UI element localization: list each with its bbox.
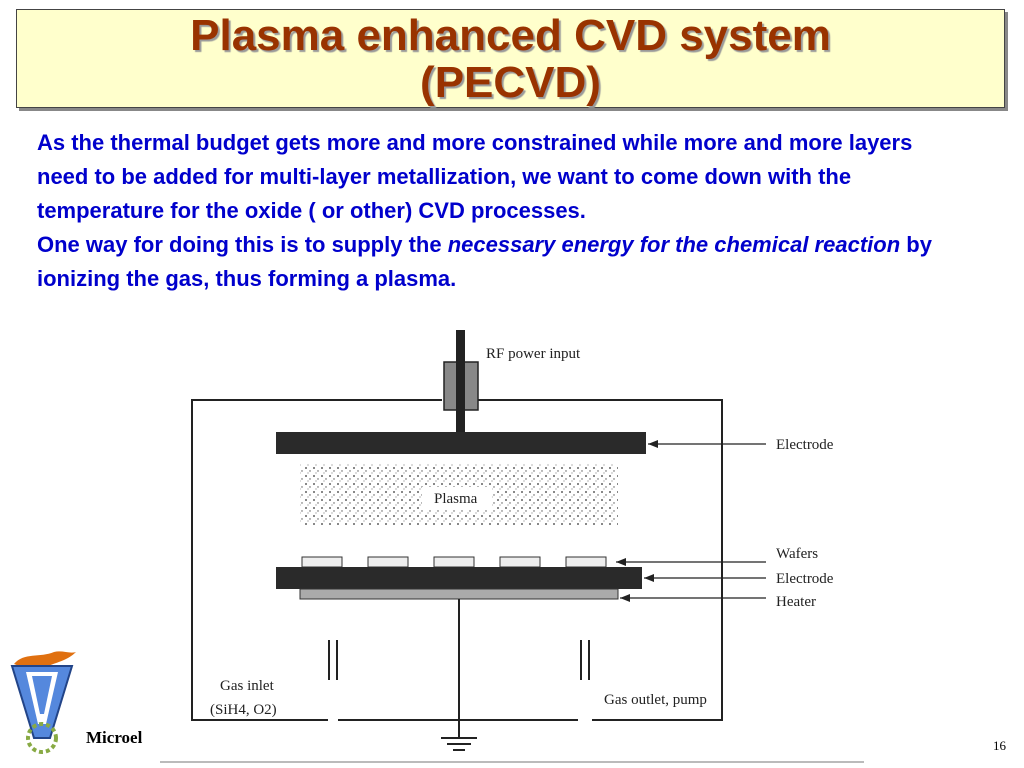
heater-label: Heater: [776, 594, 816, 610]
electrode-bottom-label: Electrode: [776, 571, 834, 587]
electrode-top-label: Electrode: [776, 437, 834, 453]
rf-rod: [456, 330, 465, 434]
slide-title-box: Plasma enhanced CVD system (PECVD): [16, 9, 1005, 108]
paragraph-2-end: by ionizing the gas, thus forming a plas…: [37, 232, 932, 291]
heater: [299, 588, 619, 600]
pecvd-diagram: Plasma RF power input Electrode Wafers E…: [160, 330, 870, 768]
wafer: [367, 556, 409, 568]
paragraph-2: One way for doing this is to supply the …: [37, 228, 967, 296]
paragraph-2-emphasis: necessary energy for the chemical reacti…: [447, 232, 901, 257]
bottom-electrode: [276, 567, 642, 589]
title-line-2: (PECVD): [420, 58, 601, 107]
gas-inlet-formula: (SiH4, O2): [210, 702, 277, 718]
footer-divider: [160, 761, 864, 763]
wafer: [499, 556, 541, 568]
rf-power-label: RF power input: [486, 346, 581, 362]
paragraph-1: As the thermal budget gets more and more…: [37, 130, 913, 223]
technion-logo: [10, 651, 76, 754]
slide-title: Plasma enhanced CVD system (PECVD): [17, 10, 1004, 106]
top-electrode: [276, 432, 646, 454]
page-number: 16: [993, 738, 1006, 753]
body-text: As the thermal budget gets more and more…: [37, 126, 967, 296]
gas-inlet-label: Gas inlet: [220, 678, 275, 694]
wafer: [433, 556, 475, 568]
title-line-1: Plasma enhanced CVD system: [190, 11, 831, 60]
wafers-label: Wafers: [776, 546, 818, 562]
paragraph-2-start: One way for doing this is to supply the: [37, 232, 448, 257]
wafer: [565, 556, 607, 568]
chamber-wall: [191, 399, 442, 721]
chamber-wall-right: [478, 399, 723, 721]
plasma-label: Plasma: [434, 491, 478, 507]
footer-text: Microel: [86, 728, 143, 747]
wafer: [301, 556, 343, 568]
gas-outlet-label: Gas outlet, pump: [604, 692, 707, 708]
